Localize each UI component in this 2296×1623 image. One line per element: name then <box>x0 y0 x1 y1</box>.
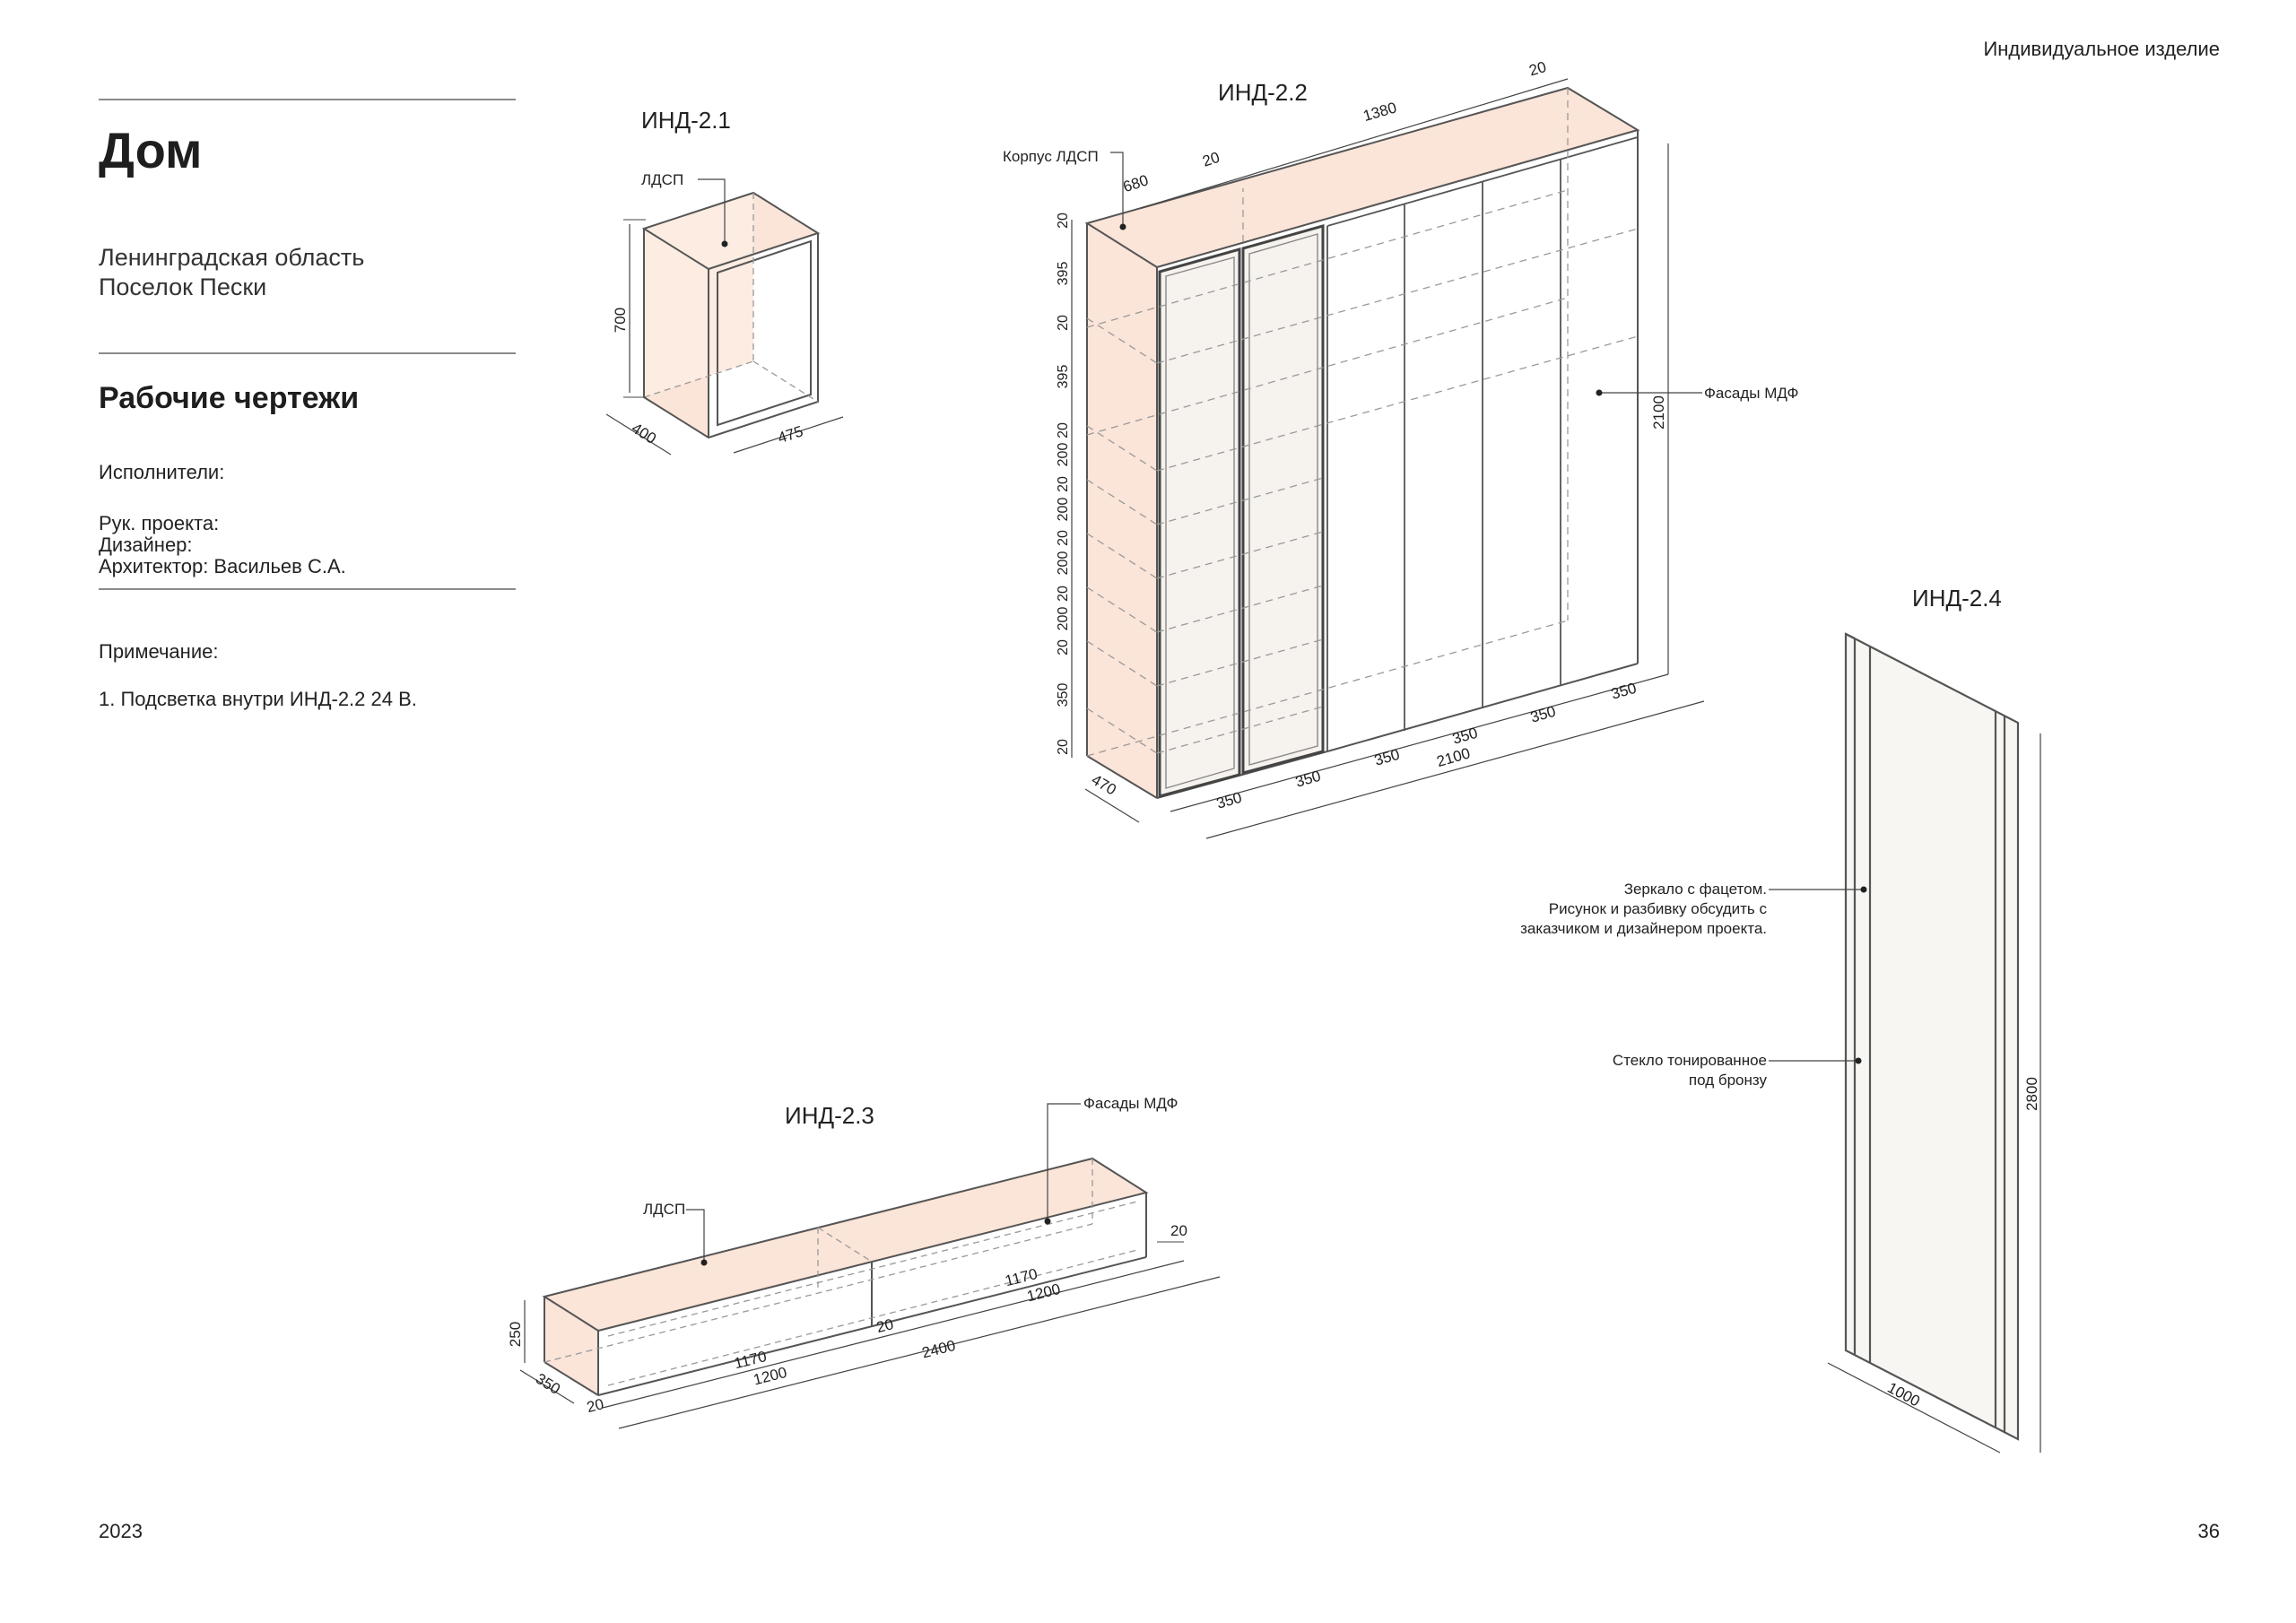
ind23-top-fill <box>544 1159 1146 1331</box>
ind22-dim-left-10: 20 <box>1056 586 1071 602</box>
team-designer: Дизайнер: <box>99 534 193 556</box>
ind22-dim-left-11: 200 <box>1056 607 1071 631</box>
ind22-dim-left-7: 200 <box>1056 498 1071 522</box>
divider-mid <box>99 352 516 354</box>
ind24-drawing <box>1769 632 2041 1454</box>
ind23-label: ИНД-2.3 <box>785 1102 874 1129</box>
ind21-dim-depth: 400 <box>629 420 659 447</box>
ind22-dim-left-14: 20 <box>1056 739 1071 755</box>
ind22-dim-height: 2100 <box>1650 395 1667 430</box>
ind22-side-fill <box>1087 223 1157 798</box>
ind23-dim-right-20: 20 <box>1170 1222 1187 1239</box>
ind24-glass-note-2: под бронзу <box>1689 1072 1768 1089</box>
ind22-dim-left-12: 20 <box>1056 639 1071 655</box>
divider-top <box>99 99 516 100</box>
ind21-dim-width: 475 <box>776 422 805 447</box>
ind22-dim-left-3: 395 <box>1056 365 1071 389</box>
ind23-material-front: Фасады МДФ <box>1083 1095 1178 1112</box>
ind23-material-body: ЛДСП <box>643 1201 685 1218</box>
ind24-glass-note-1: Стекло тонированное <box>1613 1052 1767 1069</box>
ind22-dim-left-13: 350 <box>1056 683 1071 707</box>
note-label: Примечание: <box>99 640 219 663</box>
ind22-dim-left-6: 20 <box>1056 476 1071 492</box>
ind22-dim-left-1: 395 <box>1056 262 1071 286</box>
team-lead: Рук. проекта: <box>99 512 220 534</box>
ind22-dim-bottom-1: 350 <box>1293 768 1323 791</box>
ind22-dim-left-2: 20 <box>1056 315 1071 331</box>
header-category: Индивидуальное изделие <box>1983 38 2220 60</box>
ind22-dim-top-1380: 1380 <box>1361 99 1399 125</box>
ind22-material-body: Корпус ЛДСП <box>1003 148 1099 165</box>
ind22-dim-left-9: 200 <box>1056 551 1071 576</box>
ind22-dim-top-20b: 20 <box>1527 58 1548 79</box>
ind24-label: ИНД-2.4 <box>1912 585 2002 612</box>
ind22-drawing <box>1071 78 1705 839</box>
ind22-dim-bottom-5: 350 <box>1609 680 1639 703</box>
ind22-dim-bottom-3: 350 <box>1450 725 1480 748</box>
ind22-dim-left-4: 20 <box>1056 422 1071 438</box>
ind22-dim-bottom-0: 350 <box>1214 789 1244 812</box>
ind22-dim-left-5: 200 <box>1056 443 1071 467</box>
ind22-dim-depth-680: 680 <box>1121 171 1151 195</box>
team-label: Исполнители: <box>99 461 225 483</box>
ind22-top-fill <box>1087 88 1638 267</box>
ind23-dim-height: 250 <box>507 1322 524 1347</box>
ind21-dim-height: 700 <box>612 308 629 333</box>
footer-year: 2023 <box>99 1520 143 1542</box>
section-title: Рабочие чертежи <box>99 381 360 415</box>
ind22-dim-left-8: 20 <box>1056 530 1071 546</box>
ind22-dim-left-0: 20 <box>1056 213 1071 229</box>
ind23-dim-outer-1200-b: 1200 <box>1025 1280 1062 1306</box>
ind23-drawing <box>519 1103 1221 1429</box>
ind21-label: ИНД-2.1 <box>641 107 731 134</box>
ind24-panel-fill <box>1846 634 2018 1439</box>
ind24-mirror-note-1: Зеркало с фацетом. <box>1624 881 1767 898</box>
ind23-dim-outer-1200-a: 1200 <box>752 1364 788 1389</box>
ind24-mirror-note-3: заказчиком и дизайнером проекта. <box>1520 920 1767 937</box>
location-line-2: Поселок Пески <box>99 273 267 300</box>
ind22-material-front: Фасады МДФ <box>1704 385 1798 402</box>
ind23-dim-mid-20: 20 <box>874 1315 895 1336</box>
ind22-dim-top-20: 20 <box>1200 149 1222 170</box>
ind22-left-dims: 20 395 20 395 20 200 20 200 20 200 20 20… <box>1056 213 1071 755</box>
ind24-dim-height: 2800 <box>2023 1077 2040 1111</box>
ind23-dim-total: 2400 <box>920 1337 957 1362</box>
ind21-drawing <box>605 178 844 456</box>
footer-page: 36 <box>2197 1520 2220 1542</box>
ind23-dim-bottom-20: 20 <box>585 1395 605 1416</box>
ind23-side-fill <box>544 1297 598 1395</box>
ind21-material: ЛДСП <box>641 171 683 188</box>
ind22-dim-bottom-2: 350 <box>1372 746 1402 769</box>
team-architect: Архитектор: Васильев С.А. <box>99 555 346 577</box>
page-title: Дом <box>99 122 203 178</box>
ind24-mirror-note-2: Рисунок и разбивку обсудить с <box>1549 900 1768 917</box>
note-text: 1. Подсветка внутри ИНД-2.2 24 В. <box>99 688 417 710</box>
location-line-1: Ленинградская область <box>99 244 365 271</box>
divider-bottom <box>99 588 516 590</box>
ind22-dim-bottom-4: 350 <box>1528 703 1558 726</box>
ind22-label: ИНД-2.2 <box>1218 79 1308 106</box>
